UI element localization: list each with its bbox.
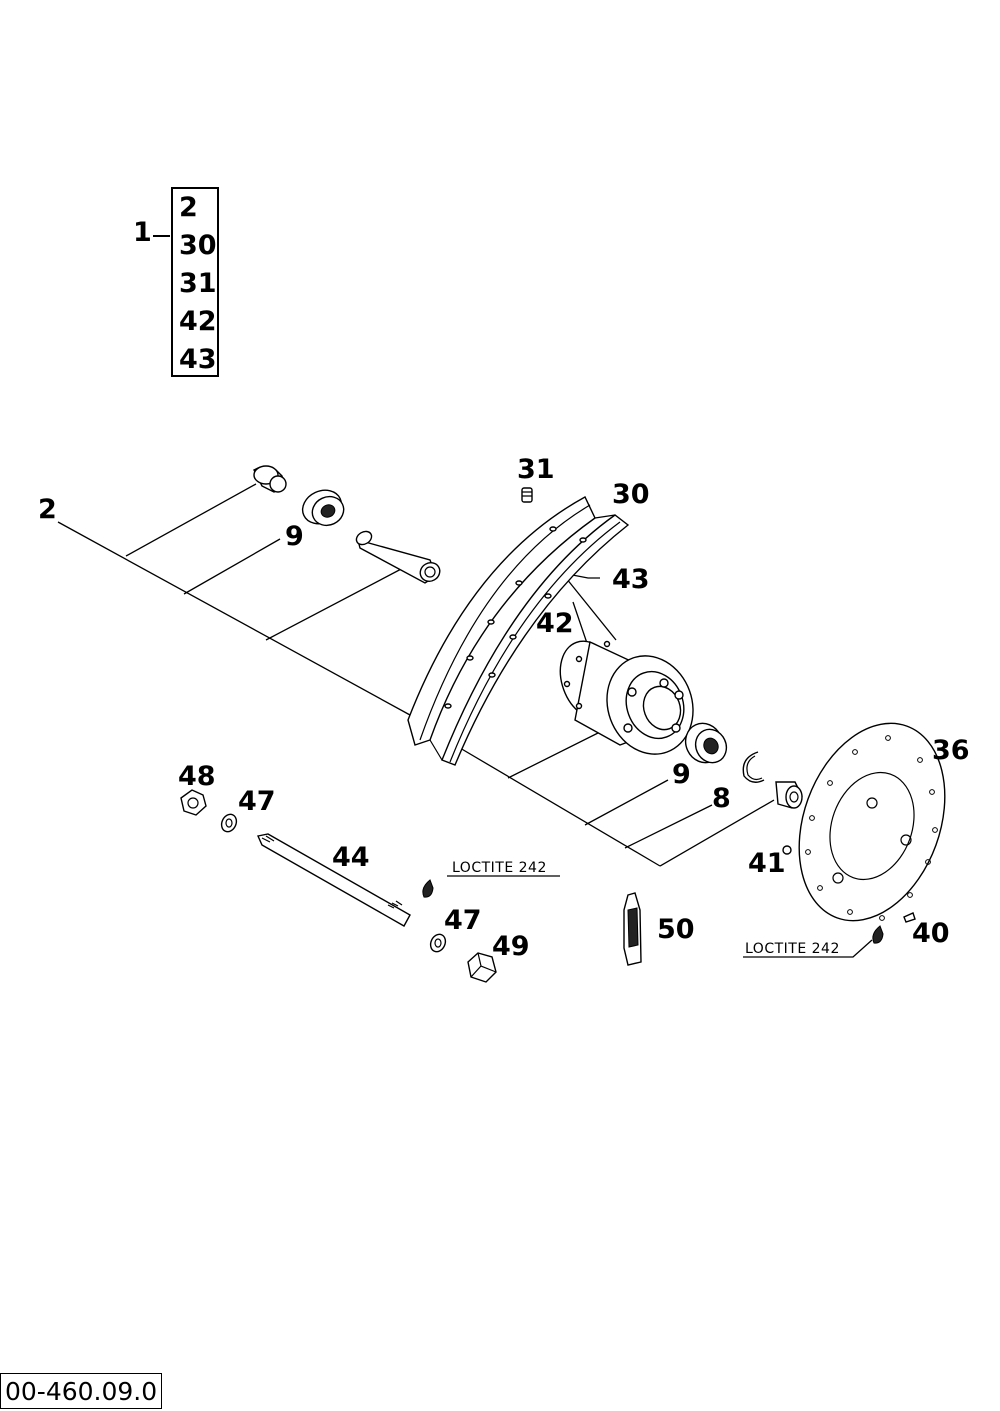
callout-numbers: 2 9 31 30 43 42 36 9 8 48 47 44 41 47 50… [38,454,970,962]
hub-part [559,640,694,755]
washer-part-top [220,813,238,833]
kit-contents-box: 2 30 31 42 43 [171,187,219,377]
callout-50: 50 [657,914,695,945]
small-nut-part [782,845,792,855]
drawing-number: 00-460.09.0 [0,1373,163,1409]
callout-36: 36 [932,735,970,766]
kit-connector [153,235,170,237]
rim-part [407,496,630,766]
loctite-drop-disc [872,925,884,944]
kit-item: 42 [179,306,217,337]
loctite-bottle-part [623,892,642,966]
washer-part-bottom [429,933,447,953]
callout-44: 44 [332,842,370,873]
kit-item: 43 [179,344,217,375]
nut-part-48 [180,789,207,816]
kit-item: 31 [179,268,217,299]
callout-31: 31 [517,454,555,485]
bearing-part-lower [684,722,728,764]
kit-label: 1 [133,217,152,248]
loctite-note-disc: LOCTITE 242 [745,941,840,957]
loctite-drop-axle [422,879,434,898]
notes: LOCTITE 242 LOCTITE 242 [452,860,840,957]
callout-47-bottom: 47 [444,905,482,936]
callout-8: 8 [712,783,731,814]
circlip-part [742,751,765,783]
callout-48: 48 [178,761,216,792]
callout-47-top: 47 [238,786,276,817]
callout-41: 41 [748,848,786,879]
spacer-tube-part [355,530,441,584]
kit-item: 2 [179,192,198,223]
bearing-part-top [301,489,345,527]
leader-lines [57,483,873,958]
screw-part [903,912,916,923]
spacer-part-lower [775,781,803,809]
kit-item: 30 [179,230,217,261]
spacer-part [253,465,287,493]
callout-2: 2 [38,494,57,525]
callout-43: 43 [612,564,650,595]
axle-part [257,833,411,927]
callout-42: 42 [536,608,574,639]
callout-40: 40 [912,918,950,949]
callout-9-lower: 9 [672,759,691,790]
callout-30: 30 [612,479,650,510]
loctite-note-axle: LOCTITE 242 [452,860,547,876]
callout-49: 49 [492,931,530,962]
valve-part [521,487,533,503]
brake-disc-part [798,722,946,922]
callout-9-top: 9 [285,521,304,552]
axle-nut-part [467,952,497,983]
